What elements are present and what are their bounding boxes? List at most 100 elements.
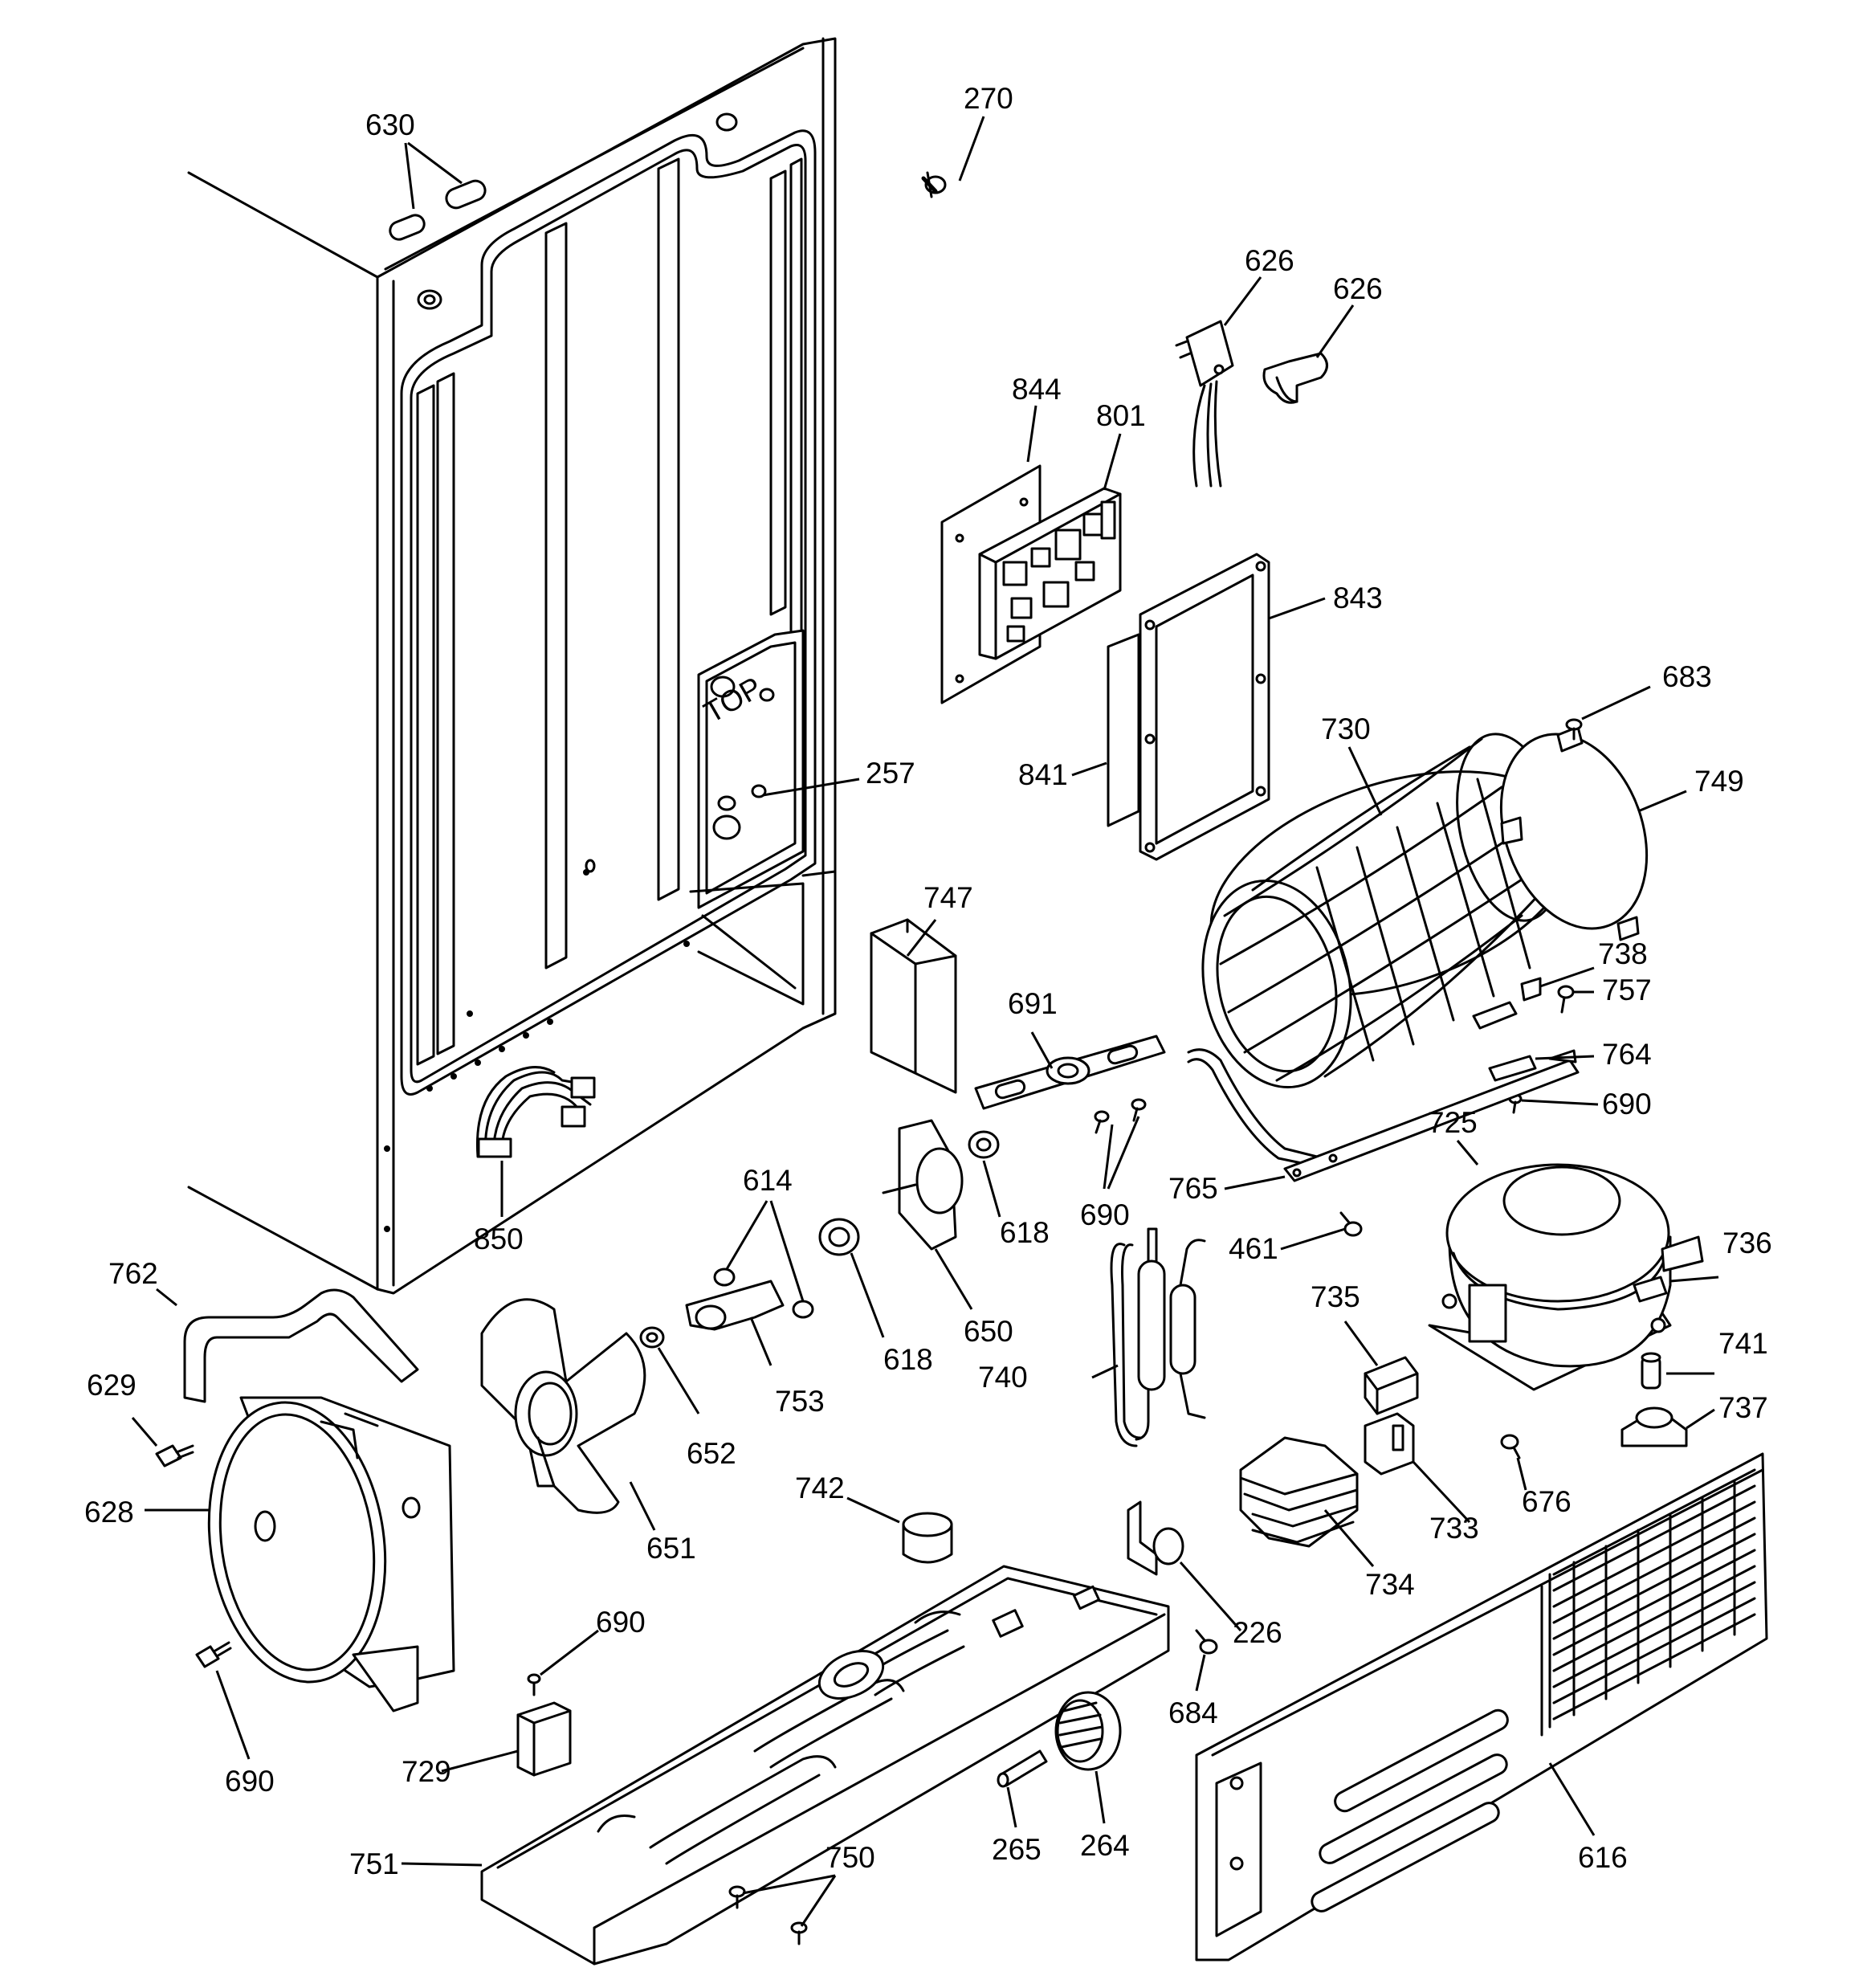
cover-749 — [1499, 725, 1649, 941]
part-labels: 630 270 626 626 844 801 843 683 730 749 … — [84, 82, 1772, 1880]
label-751: 751 — [349, 1847, 399, 1880]
leader-lines — [131, 116, 1719, 1927]
relay-733 — [1364, 1412, 1415, 1476]
label-618-a: 618 — [1000, 1216, 1050, 1249]
condenser-730 — [1187, 733, 1577, 1168]
screw-684 — [1195, 1629, 1218, 1655]
bracket-753 — [685, 1280, 785, 1331]
screws-690-b — [1094, 1098, 1147, 1134]
cover-626 — [1262, 352, 1328, 404]
label-844: 844 — [1012, 373, 1062, 406]
bracket-691 — [974, 1035, 1166, 1110]
pin-265 — [997, 1749, 1048, 1788]
grommet-737 — [1620, 1406, 1688, 1447]
control-board-801 — [978, 487, 1122, 660]
bracket-765 — [1283, 1049, 1580, 1182]
label-614: 614 — [743, 1164, 793, 1197]
label-737: 737 — [1718, 1391, 1768, 1424]
label-735: 735 — [1311, 1280, 1360, 1313]
screw-270 — [921, 171, 947, 198]
label-729: 729 — [402, 1755, 451, 1788]
label-676: 676 — [1522, 1485, 1572, 1518]
relay-735 — [1364, 1356, 1419, 1415]
label-690-c: 690 — [596, 1606, 646, 1639]
insulation-841 — [1107, 633, 1140, 827]
screw-676 — [1500, 1434, 1521, 1459]
label-740: 740 — [978, 1361, 1028, 1394]
label-683: 683 — [1662, 660, 1712, 693]
label-730: 730 — [1321, 712, 1371, 745]
drier-740 — [1110, 1227, 1206, 1447]
label-734: 734 — [1365, 1568, 1415, 1601]
label-690-a: 690 — [1602, 1088, 1652, 1121]
label-226: 226 — [1233, 1616, 1282, 1649]
wire-harness-850 — [475, 1066, 596, 1158]
label-764: 764 — [1602, 1038, 1652, 1071]
screw-683 — [1565, 718, 1583, 741]
label-733: 733 — [1429, 1512, 1479, 1545]
cabinet-back-panel: TOP — [187, 37, 837, 1295]
grommet-618-a — [968, 1130, 1000, 1159]
label-650: 650 — [964, 1315, 1013, 1348]
part-741 — [1641, 1352, 1661, 1390]
fan-motor-650 — [882, 1119, 964, 1251]
duct-762 — [183, 1288, 419, 1403]
label-628: 628 — [84, 1496, 134, 1529]
label-691: 691 — [1008, 987, 1058, 1020]
part-742 — [902, 1512, 953, 1564]
label-762: 762 — [108, 1257, 158, 1290]
label-690-d: 690 — [225, 1765, 275, 1798]
screw-690-d — [195, 1641, 232, 1668]
label-264: 264 — [1080, 1829, 1130, 1862]
fan-blade-651 — [480, 1298, 646, 1514]
label-626-relay: 626 — [1245, 244, 1294, 277]
label-749: 749 — [1694, 765, 1744, 798]
relay-626 — [1175, 320, 1234, 488]
clip-738 — [1472, 977, 1542, 1030]
nut-652 — [639, 1326, 665, 1349]
shroud-628 — [207, 1396, 455, 1712]
label-265: 265 — [992, 1833, 1042, 1866]
label-629: 629 — [87, 1369, 137, 1402]
label-747: 747 — [923, 881, 973, 914]
label-742: 742 — [795, 1472, 845, 1504]
clip-736 — [1633, 1276, 1668, 1303]
screw-757 — [1557, 985, 1575, 1014]
screws-750 — [728, 1885, 808, 1945]
label-725: 725 — [1428, 1106, 1478, 1139]
label-750: 750 — [826, 1841, 875, 1874]
label-738: 738 — [1598, 937, 1648, 970]
label-801: 801 — [1096, 399, 1146, 432]
label-690-b: 690 — [1080, 1198, 1130, 1231]
label-741: 741 — [1718, 1327, 1768, 1360]
label-753: 753 — [775, 1385, 825, 1418]
compressor-725 — [1428, 1163, 1704, 1391]
label-630: 630 — [365, 108, 415, 141]
screw-629 — [155, 1444, 194, 1468]
base-pan-751 — [480, 1565, 1170, 1966]
clip-226 — [1127, 1500, 1184, 1576]
label-651: 651 — [646, 1532, 696, 1565]
label-843: 843 — [1333, 582, 1383, 614]
label-850: 850 — [474, 1223, 524, 1255]
label-765: 765 — [1168, 1172, 1218, 1205]
label-757: 757 — [1602, 974, 1652, 1006]
label-461: 461 — [1229, 1232, 1278, 1265]
gasket-843 — [1139, 553, 1270, 861]
label-257: 257 — [866, 757, 915, 790]
label-736: 736 — [1722, 1227, 1772, 1259]
label-270: 270 — [964, 82, 1013, 115]
clip-764 — [1488, 1055, 1537, 1082]
cover-734 — [1239, 1436, 1359, 1548]
grommet-614 — [713, 1268, 814, 1319]
label-616: 616 — [1578, 1841, 1628, 1874]
grille-616 — [1195, 1452, 1768, 1961]
block-747 — [870, 918, 957, 1094]
screw-690-c — [527, 1673, 541, 1696]
nut-618-b — [818, 1218, 860, 1256]
label-626-cover: 626 — [1333, 272, 1383, 305]
label-841: 841 — [1018, 758, 1068, 791]
plug-630 — [389, 179, 487, 241]
label-618-b: 618 — [883, 1343, 933, 1376]
